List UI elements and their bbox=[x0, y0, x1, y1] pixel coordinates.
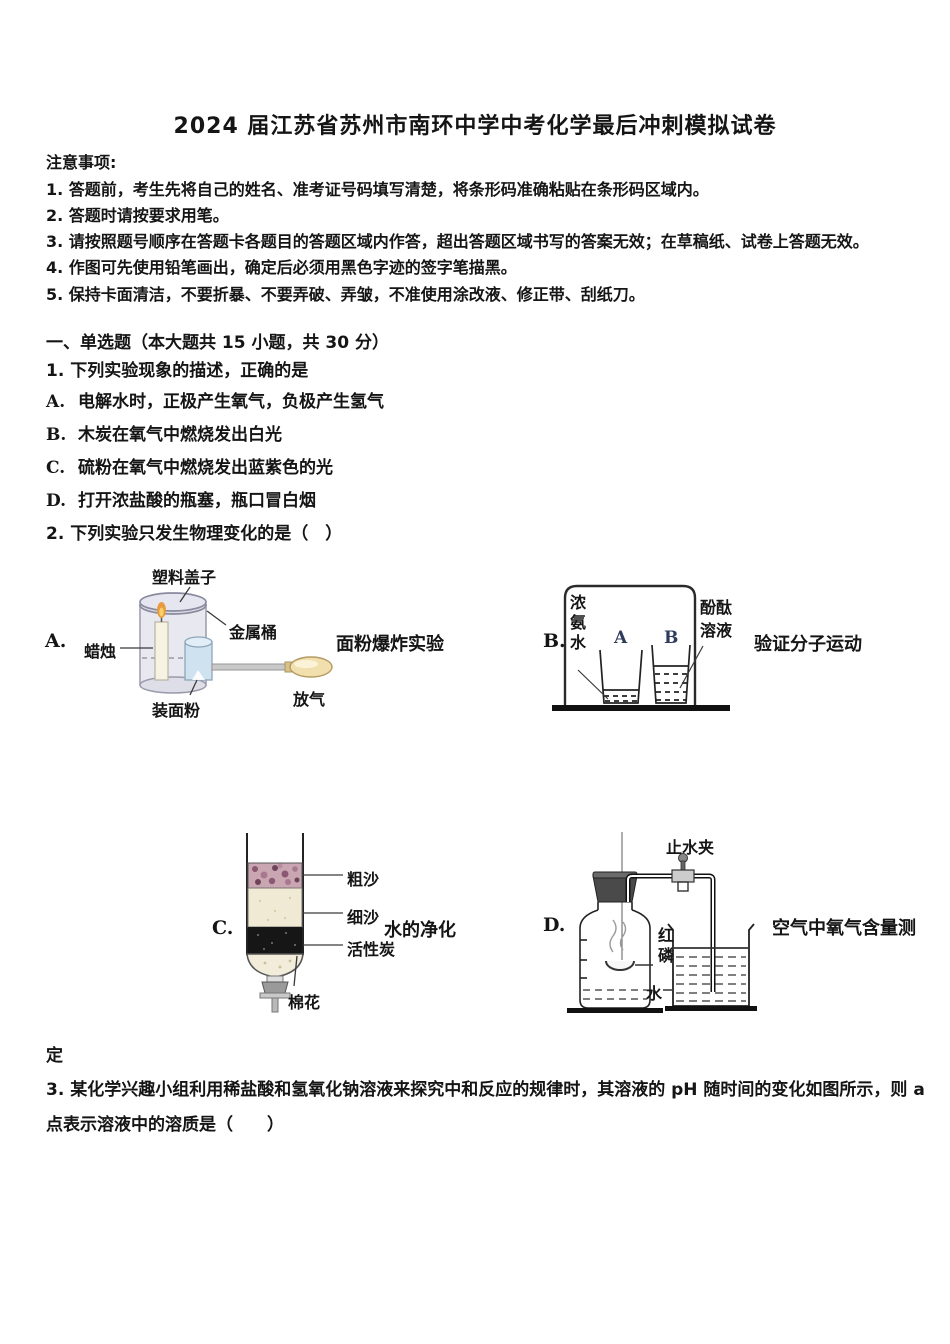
notice-item-5: 5. 保持卡面清洁，不要折暴、不要弄破、弄皱，不准使用涂改液、修正带、刮纸刀。 bbox=[46, 285, 645, 304]
connecting-tube-shape bbox=[625, 873, 716, 992]
notice-item-3: 3. 请按照题号顺序在答题卡各题目的答题区域内作答，超出答题区域书写的答案无效；… bbox=[46, 232, 869, 251]
q1-option-d-label: D. bbox=[46, 491, 67, 511]
q1-option-b-text: 木炭在氧气中燃烧发出白光 bbox=[78, 425, 282, 445]
leader-lines bbox=[635, 964, 672, 991]
oxygen-measurement-illustration bbox=[567, 832, 757, 1013]
molecular-motion-illustration bbox=[552, 584, 730, 711]
air-tube-shape bbox=[211, 661, 293, 673]
q1-option-b-label: B. bbox=[46, 425, 67, 445]
diagram-c-water-purification: C. 粗沙 细沙 活性炭 棉花 水的净化 bbox=[200, 823, 470, 1028]
page-title: 2024 届江苏省苏州市南环中学中考化学最后冲刺模拟试卷 bbox=[173, 114, 777, 139]
beaker-b-letter: B bbox=[664, 628, 679, 648]
activated-carbon-label: 活性炭 bbox=[347, 940, 396, 959]
diagram-b-caption: 验证分子运动 bbox=[754, 634, 862, 655]
flour-label: 装面粉 bbox=[152, 701, 201, 720]
activated-carbon-layer bbox=[248, 927, 302, 954]
flour-cup-shape bbox=[184, 636, 213, 681]
smoke-wisps bbox=[609, 919, 627, 953]
pinch-clamp-shape bbox=[671, 853, 695, 892]
diagram-d-option-letter: D. bbox=[543, 914, 566, 936]
leader-lines bbox=[577, 645, 704, 700]
water-purification-illustration bbox=[246, 833, 343, 1013]
q1-option-c-text: 硫粉在氧气中燃烧发出蓝紫色的光 bbox=[78, 458, 333, 478]
diagram-d-caption: 空气中氧气含量测 bbox=[772, 918, 916, 939]
question-2-stem: 2. 下列实验只发生物理变化的是（ ） bbox=[46, 524, 343, 544]
candle-label: 蜡烛 bbox=[84, 642, 117, 661]
filter-column-shape bbox=[246, 833, 304, 955]
diagram-d-oxygen-measurement: D. 止水夹 红磷 水 空气中氧气含量测 bbox=[535, 820, 950, 1025]
notice-item-4: 4. 作图可先使用铅笔画出，确定后必须用黑色字迹的签字笔描黑。 bbox=[46, 258, 517, 277]
gas-bottle-shape bbox=[579, 902, 651, 1009]
outlet-valve-shape bbox=[259, 975, 291, 1013]
water-label: 水 bbox=[646, 984, 663, 1003]
ground-line-beaker bbox=[665, 1006, 757, 1011]
q1-option-a: A. 电解水时，正极产生氧气，负极产生氢气 bbox=[46, 387, 384, 412]
q1-option-c: C. 硫粉在氧气中燃烧发出蓝紫色的光 bbox=[46, 453, 333, 478]
diagram-b-option-letter: B. bbox=[543, 630, 566, 652]
phenolphthalein-label: 酚酞溶液 bbox=[700, 598, 733, 641]
diagram-d-caption-overflow: 定 bbox=[46, 1046, 63, 1066]
cotton-label: 棉花 bbox=[288, 993, 321, 1012]
notice-item-1: 1. 答题前，考生先将自己的姓名、准考证号码填写清楚，将条形码准确粘贴在条形码区… bbox=[46, 180, 709, 199]
vent-label: 放气 bbox=[293, 690, 326, 709]
flour-explosion-illustration bbox=[120, 586, 333, 696]
question-1-stem: 1. 下列实验现象的描述，正确的是 bbox=[46, 361, 309, 381]
section-heading: 一、单选题（本大题共 15 小题，共 30 分） bbox=[46, 333, 389, 353]
red-phosphorus-label: 红磷 bbox=[655, 927, 674, 967]
notice-heading: 注意事项: bbox=[46, 153, 117, 172]
beaker-a-letter: A bbox=[614, 628, 628, 648]
bottle-water bbox=[583, 989, 647, 1000]
coarse-sand-layer bbox=[247, 862, 303, 889]
fine-sand-label: 细沙 bbox=[347, 908, 380, 927]
fine-sand-layer bbox=[247, 887, 303, 928]
ground-line-bottle bbox=[567, 1008, 663, 1013]
coarse-sand-label: 粗沙 bbox=[347, 870, 380, 889]
plastic-lid-label: 塑料盖子 bbox=[152, 568, 217, 587]
q1-option-d-text: 打开浓盐酸的瓶塞，瓶口冒白烟 bbox=[78, 491, 316, 511]
question-3-line-2: 点表示溶液中的溶质是（ ） bbox=[46, 1115, 284, 1135]
leader-lines bbox=[293, 874, 343, 987]
pinch-clamp-label: 止水夹 bbox=[666, 838, 715, 857]
combustion-dish-shape bbox=[605, 960, 635, 971]
notice-item-2: 2. 答题时请按要求用笔。 bbox=[46, 206, 229, 225]
diagram-a-option-letter: A. bbox=[45, 630, 67, 652]
leader-lines bbox=[120, 586, 227, 696]
beaker-b-shape bbox=[651, 644, 691, 704]
air-pump-bulb-shape bbox=[289, 656, 333, 678]
diagram-a-flour-explosion: A. 塑料盖子 蜡烛 金属桶 装面粉 放气 面粉爆炸实验 bbox=[40, 558, 510, 728]
question-3-line-1: 3. 某化学兴趣小组利用稀盐酸和氢氧化钠溶液来探究中和反应的规律时，其溶液的 p… bbox=[46, 1080, 925, 1100]
diagram-c-option-letter: C. bbox=[212, 917, 234, 939]
q1-option-a-text: 电解水时，正极产生氧气，负极产生氢气 bbox=[78, 392, 384, 412]
cover-container-shape bbox=[563, 584, 697, 705]
q1-option-b: B. 木炭在氧气中燃烧发出白光 bbox=[46, 420, 282, 445]
ammonia-label: 浓氨水 bbox=[567, 594, 586, 654]
beaker-water bbox=[674, 947, 748, 1002]
q1-option-d: D. 打开浓盐酸的瓶塞，瓶口冒白烟 bbox=[46, 486, 316, 511]
diagram-a-caption: 面粉爆炸实验 bbox=[336, 634, 444, 655]
beaker-a-shape bbox=[599, 649, 643, 704]
metal-bucket-label: 金属桶 bbox=[229, 623, 278, 642]
q1-option-c-label: C. bbox=[46, 458, 66, 478]
diagram-c-caption: 水的净化 bbox=[384, 920, 456, 941]
candle-shape bbox=[154, 602, 169, 681]
diagram-b-molecular-motion: B. 浓氨水 A B 酚酞溶液 验证分子运动 bbox=[540, 558, 875, 723]
ground-line bbox=[552, 705, 730, 711]
q1-option-a-label: A. bbox=[46, 392, 66, 412]
